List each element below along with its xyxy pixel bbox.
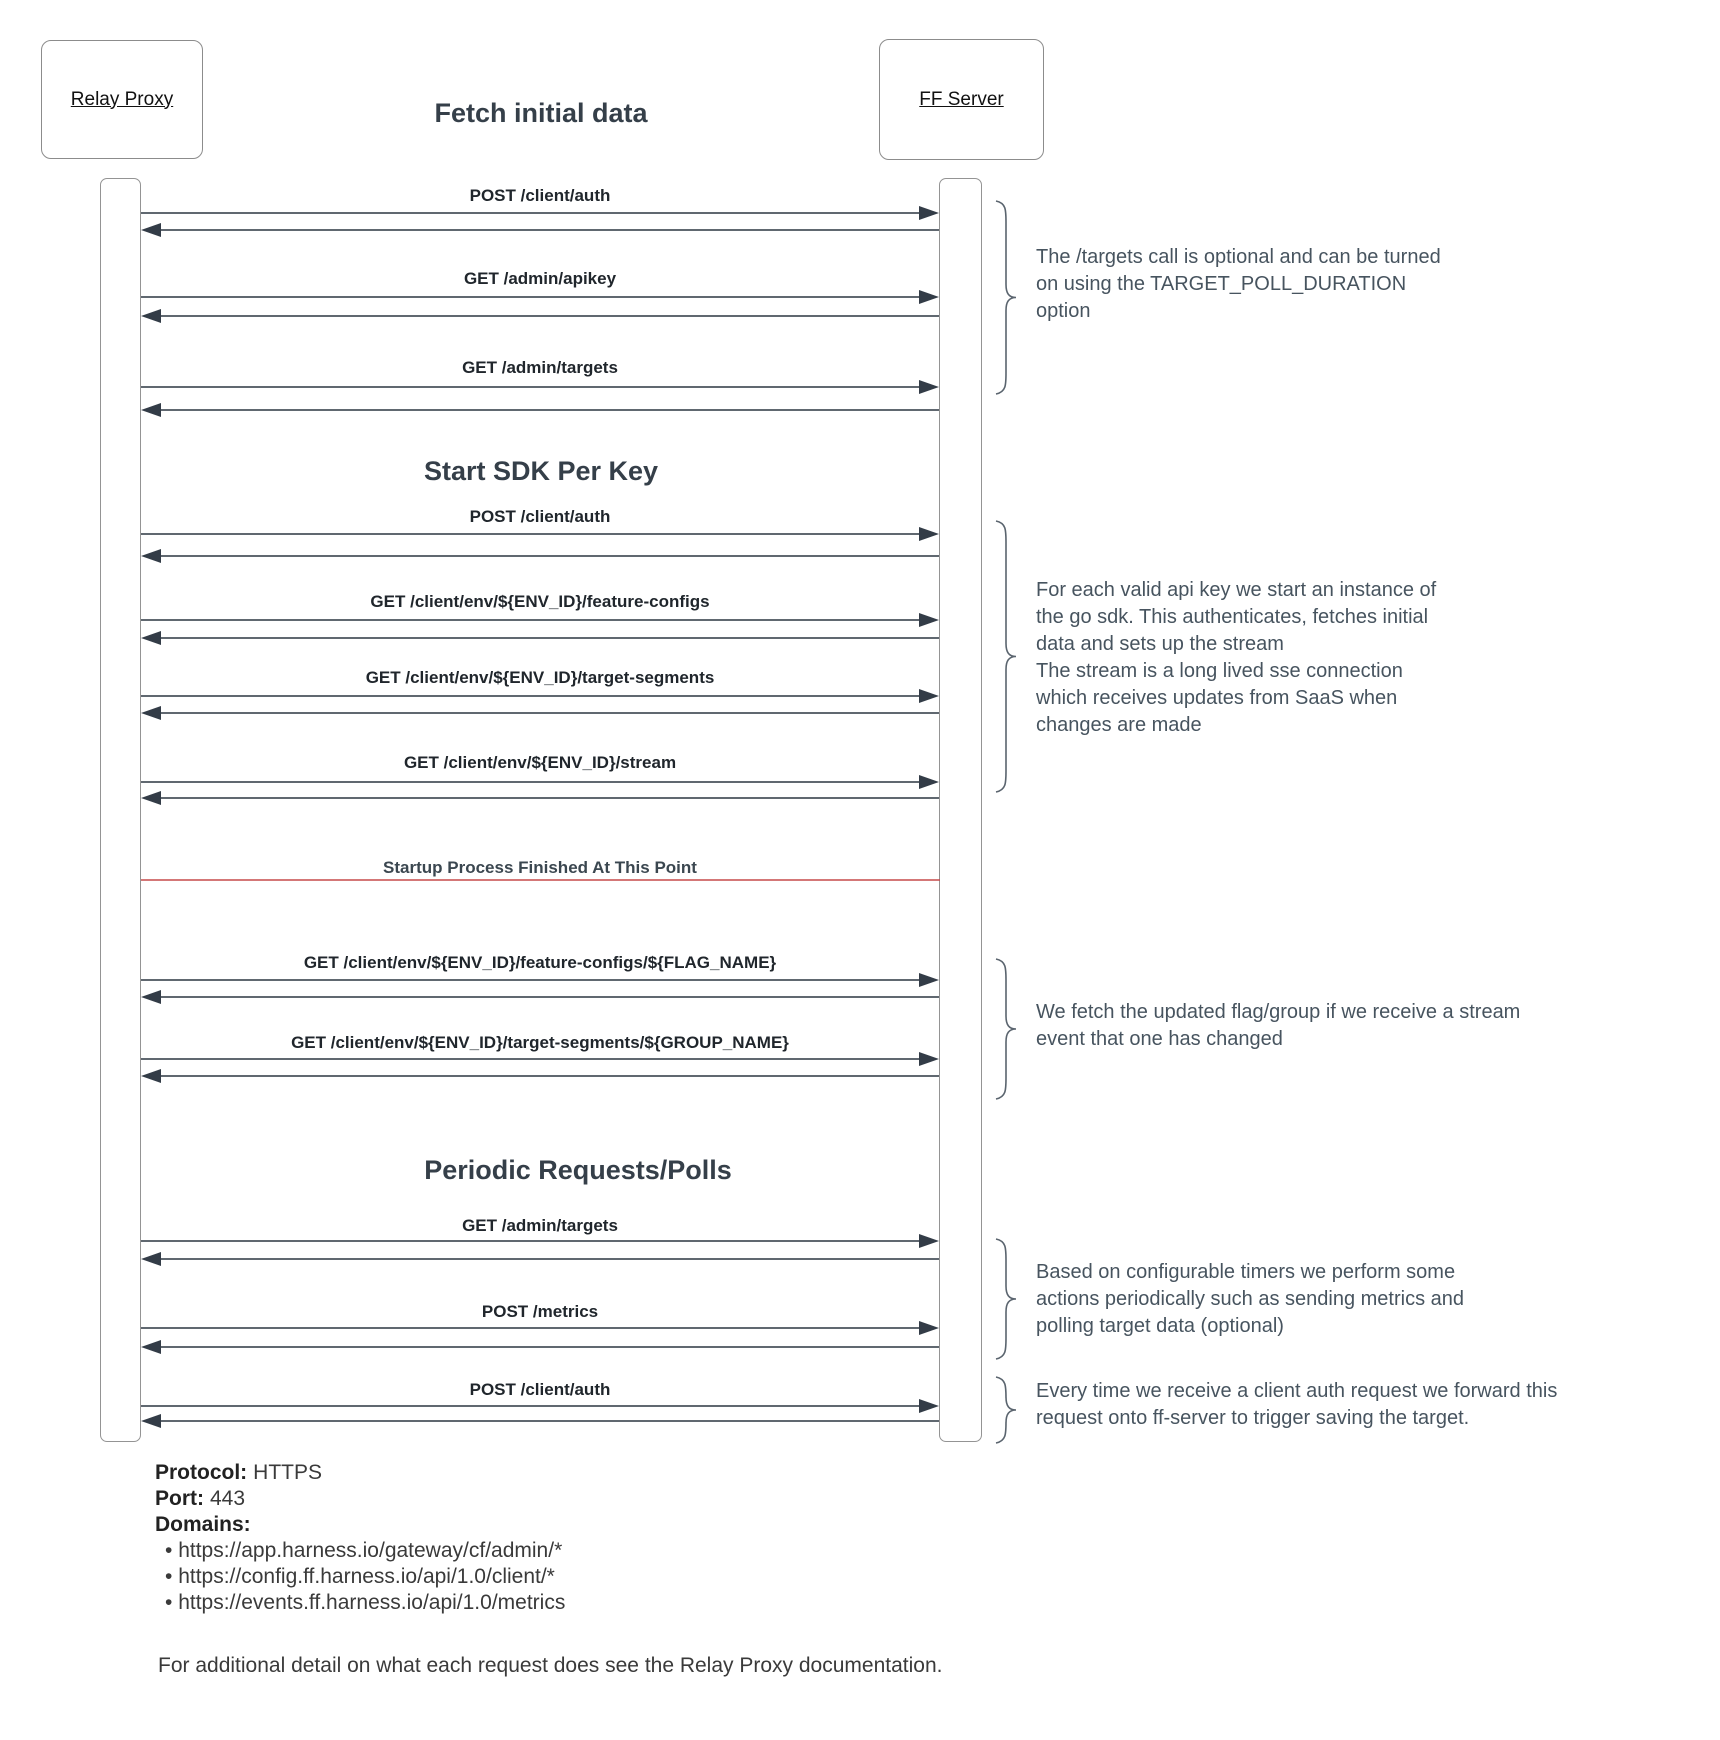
footer-protocol-row: Protocol:HTTPS [155,1460,565,1486]
request-arrowhead [919,1321,939,1335]
reply-arrowhead [141,1252,161,1266]
relay-proxy-label: Relay Proxy [70,88,174,110]
protocol-value: HTTPS [253,1461,323,1484]
request-arrowhead [919,613,939,627]
request-arrowhead [919,206,939,220]
annotation-note: We fetch the updated flag/group if we re… [1036,1001,1521,1050]
message-label: GET /client/env/${ENV_ID}/feature-config… [303,953,777,972]
domain-url: https://events.ff.harness.io/api/1.0/met… [178,1591,566,1614]
annotation-note: Based on configurable timers we perform … [1036,1261,1464,1337]
annotation-brace [995,958,1017,1100]
reply-arrowhead [141,223,161,237]
reply-arrowhead [141,309,161,323]
message-label: POST /client/auth [469,186,611,205]
section-title: Start SDK Per Key [423,456,659,486]
domain-item: • https://config.ff.harness.io/api/1.0/c… [165,1565,555,1588]
request-arrowhead [919,775,939,789]
reply-arrowhead [141,549,161,563]
message-label: GET /admin/targets [462,1216,618,1235]
message-label: GET /admin/apikey [463,269,617,288]
relay-proxy-lifeline [100,178,141,1442]
message-label: GET /admin/targets [462,358,618,377]
footer-port-row: Port: 443 [155,1486,565,1512]
footer-note: For additional detail on what each reque… [158,1654,943,1677]
reply-arrowhead [141,631,161,645]
domains-label: Domains: [155,1513,251,1536]
annotation-note: Every time we receive a client auth requ… [1036,1380,1558,1429]
message-label: POST /client/auth [469,1380,611,1399]
ff-server-lifeline [939,178,982,1442]
message-label: GET /client/env/${ENV_ID}/feature-config… [370,592,710,611]
reply-arrowhead [141,706,161,720]
annotation-brace [995,1238,1017,1360]
domain-item: • https://events.ff.harness.io/api/1.0/m… [165,1591,566,1614]
annotation-note: The /targets call is optional and can be… [1036,246,1441,322]
ff-server-label: FF Server [919,88,1004,110]
request-arrowhead [919,689,939,703]
annotation-brace [995,1376,1017,1444]
domain-url: https://config.ff.harness.io/api/1.0/cli… [178,1565,555,1588]
footer-domains-row: Domains: [155,1512,565,1538]
reply-arrowhead [141,1069,161,1083]
reply-arrowhead [141,791,161,805]
annotation-brace [995,520,1017,793]
request-arrowhead [919,1234,939,1248]
ff-server-box: FF Server [879,39,1044,160]
annotation-note: For each valid api key we start an insta… [1036,579,1437,736]
reply-arrowhead [141,990,161,1004]
port-label: Port: [155,1487,204,1510]
request-arrowhead [919,1052,939,1066]
section-title: Periodic Requests/Polls [424,1155,732,1185]
relay-proxy-box: Relay Proxy [41,40,203,159]
request-arrowhead [919,527,939,541]
reply-arrowhead [141,403,161,417]
port-value: 443 [210,1487,246,1510]
request-arrowhead [919,290,939,304]
request-arrowhead [919,380,939,394]
reply-arrowhead [141,1414,161,1428]
section-title: Fetch initial data [434,98,648,128]
message-label: GET /client/env/${ENV_ID}/stream [403,753,677,772]
footer: Protocol:HTTPS Port: 443 Domains: • https… [155,1460,565,1616]
message-label: GET /client/env/${ENV_ID}/target-segment… [291,1033,789,1052]
annotation-brace [995,200,1017,395]
separator-label: Startup Process Finished At This Point [383,858,697,877]
reply-arrowhead [141,1340,161,1354]
message-label: POST /metrics [481,1302,599,1321]
request-arrowhead [919,973,939,987]
protocol-label: Protocol: [155,1461,248,1484]
request-arrowhead [919,1399,939,1413]
domain-item: • https://app.harness.io/gateway/cf/admi… [165,1539,563,1562]
domain-url: https://app.harness.io/gateway/cf/admin/… [178,1539,563,1562]
message-label: GET /client/env/${ENV_ID}/target-segment… [365,668,715,687]
message-label: POST /client/auth [469,507,611,526]
